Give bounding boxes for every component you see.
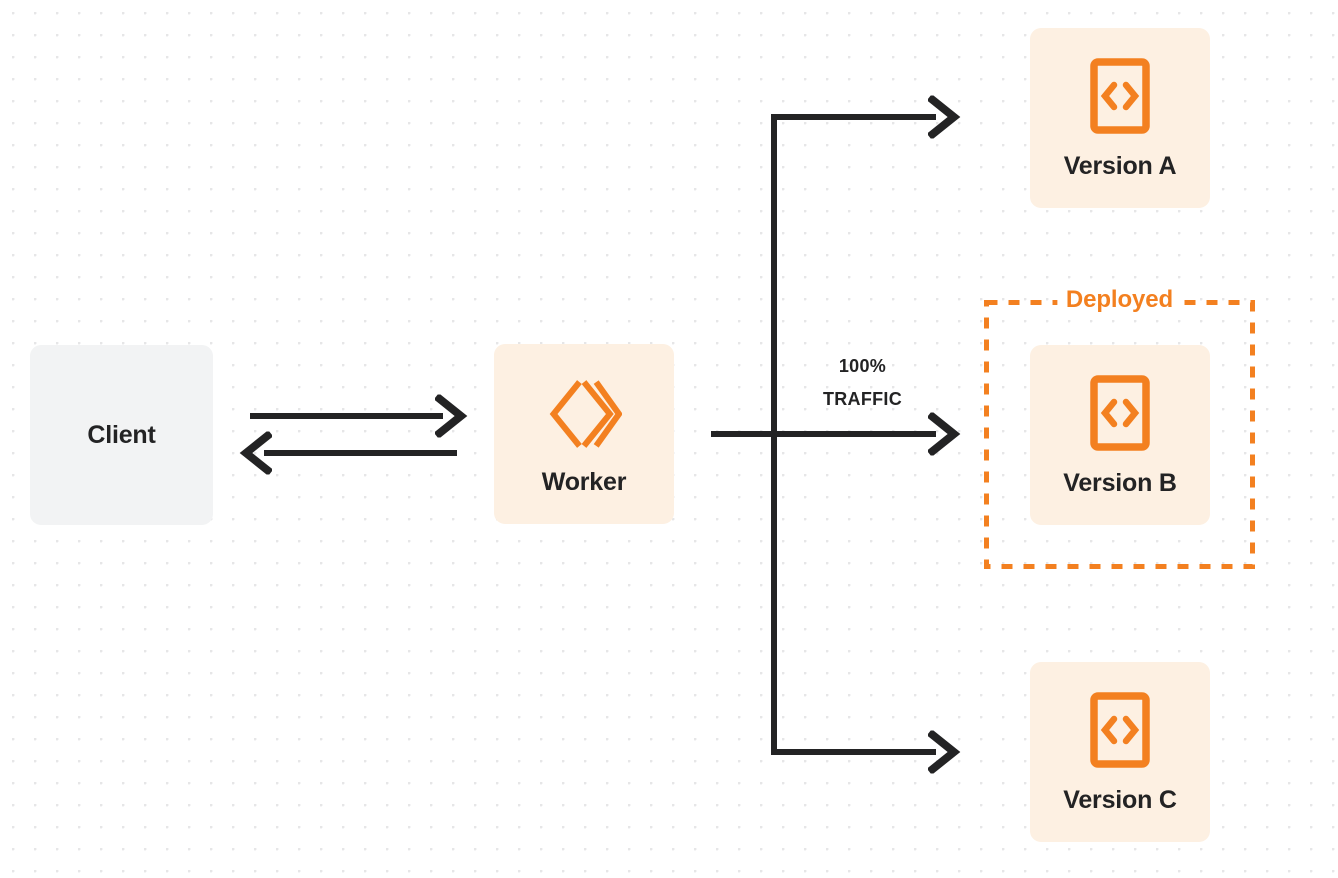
code-brackets-icon: [1090, 58, 1150, 134]
traffic-percent: 100%: [838, 356, 887, 376]
node-version-a[interactable]: Version A: [1030, 28, 1210, 208]
version-c-label: Version C: [1063, 786, 1177, 814]
version-a-label: Version A: [1063, 152, 1177, 180]
client-label: Client: [87, 420, 156, 449]
traffic-annotation: 100% TRAFFIC: [790, 350, 935, 417]
node-version-b[interactable]: Version B: [1030, 345, 1210, 525]
traffic-unit: TRAFFIC: [822, 389, 903, 410]
code-brackets-icon: [1090, 692, 1150, 768]
node-client[interactable]: Client: [30, 345, 213, 525]
node-worker[interactable]: Worker: [494, 344, 674, 524]
code-brackets-icon: [1090, 375, 1150, 451]
node-version-c[interactable]: Version C: [1030, 662, 1210, 842]
cloudflare-workers-logo-icon: [546, 376, 623, 452]
version-b-label: Version B: [1063, 469, 1177, 497]
worker-label: Worker: [541, 468, 627, 496]
